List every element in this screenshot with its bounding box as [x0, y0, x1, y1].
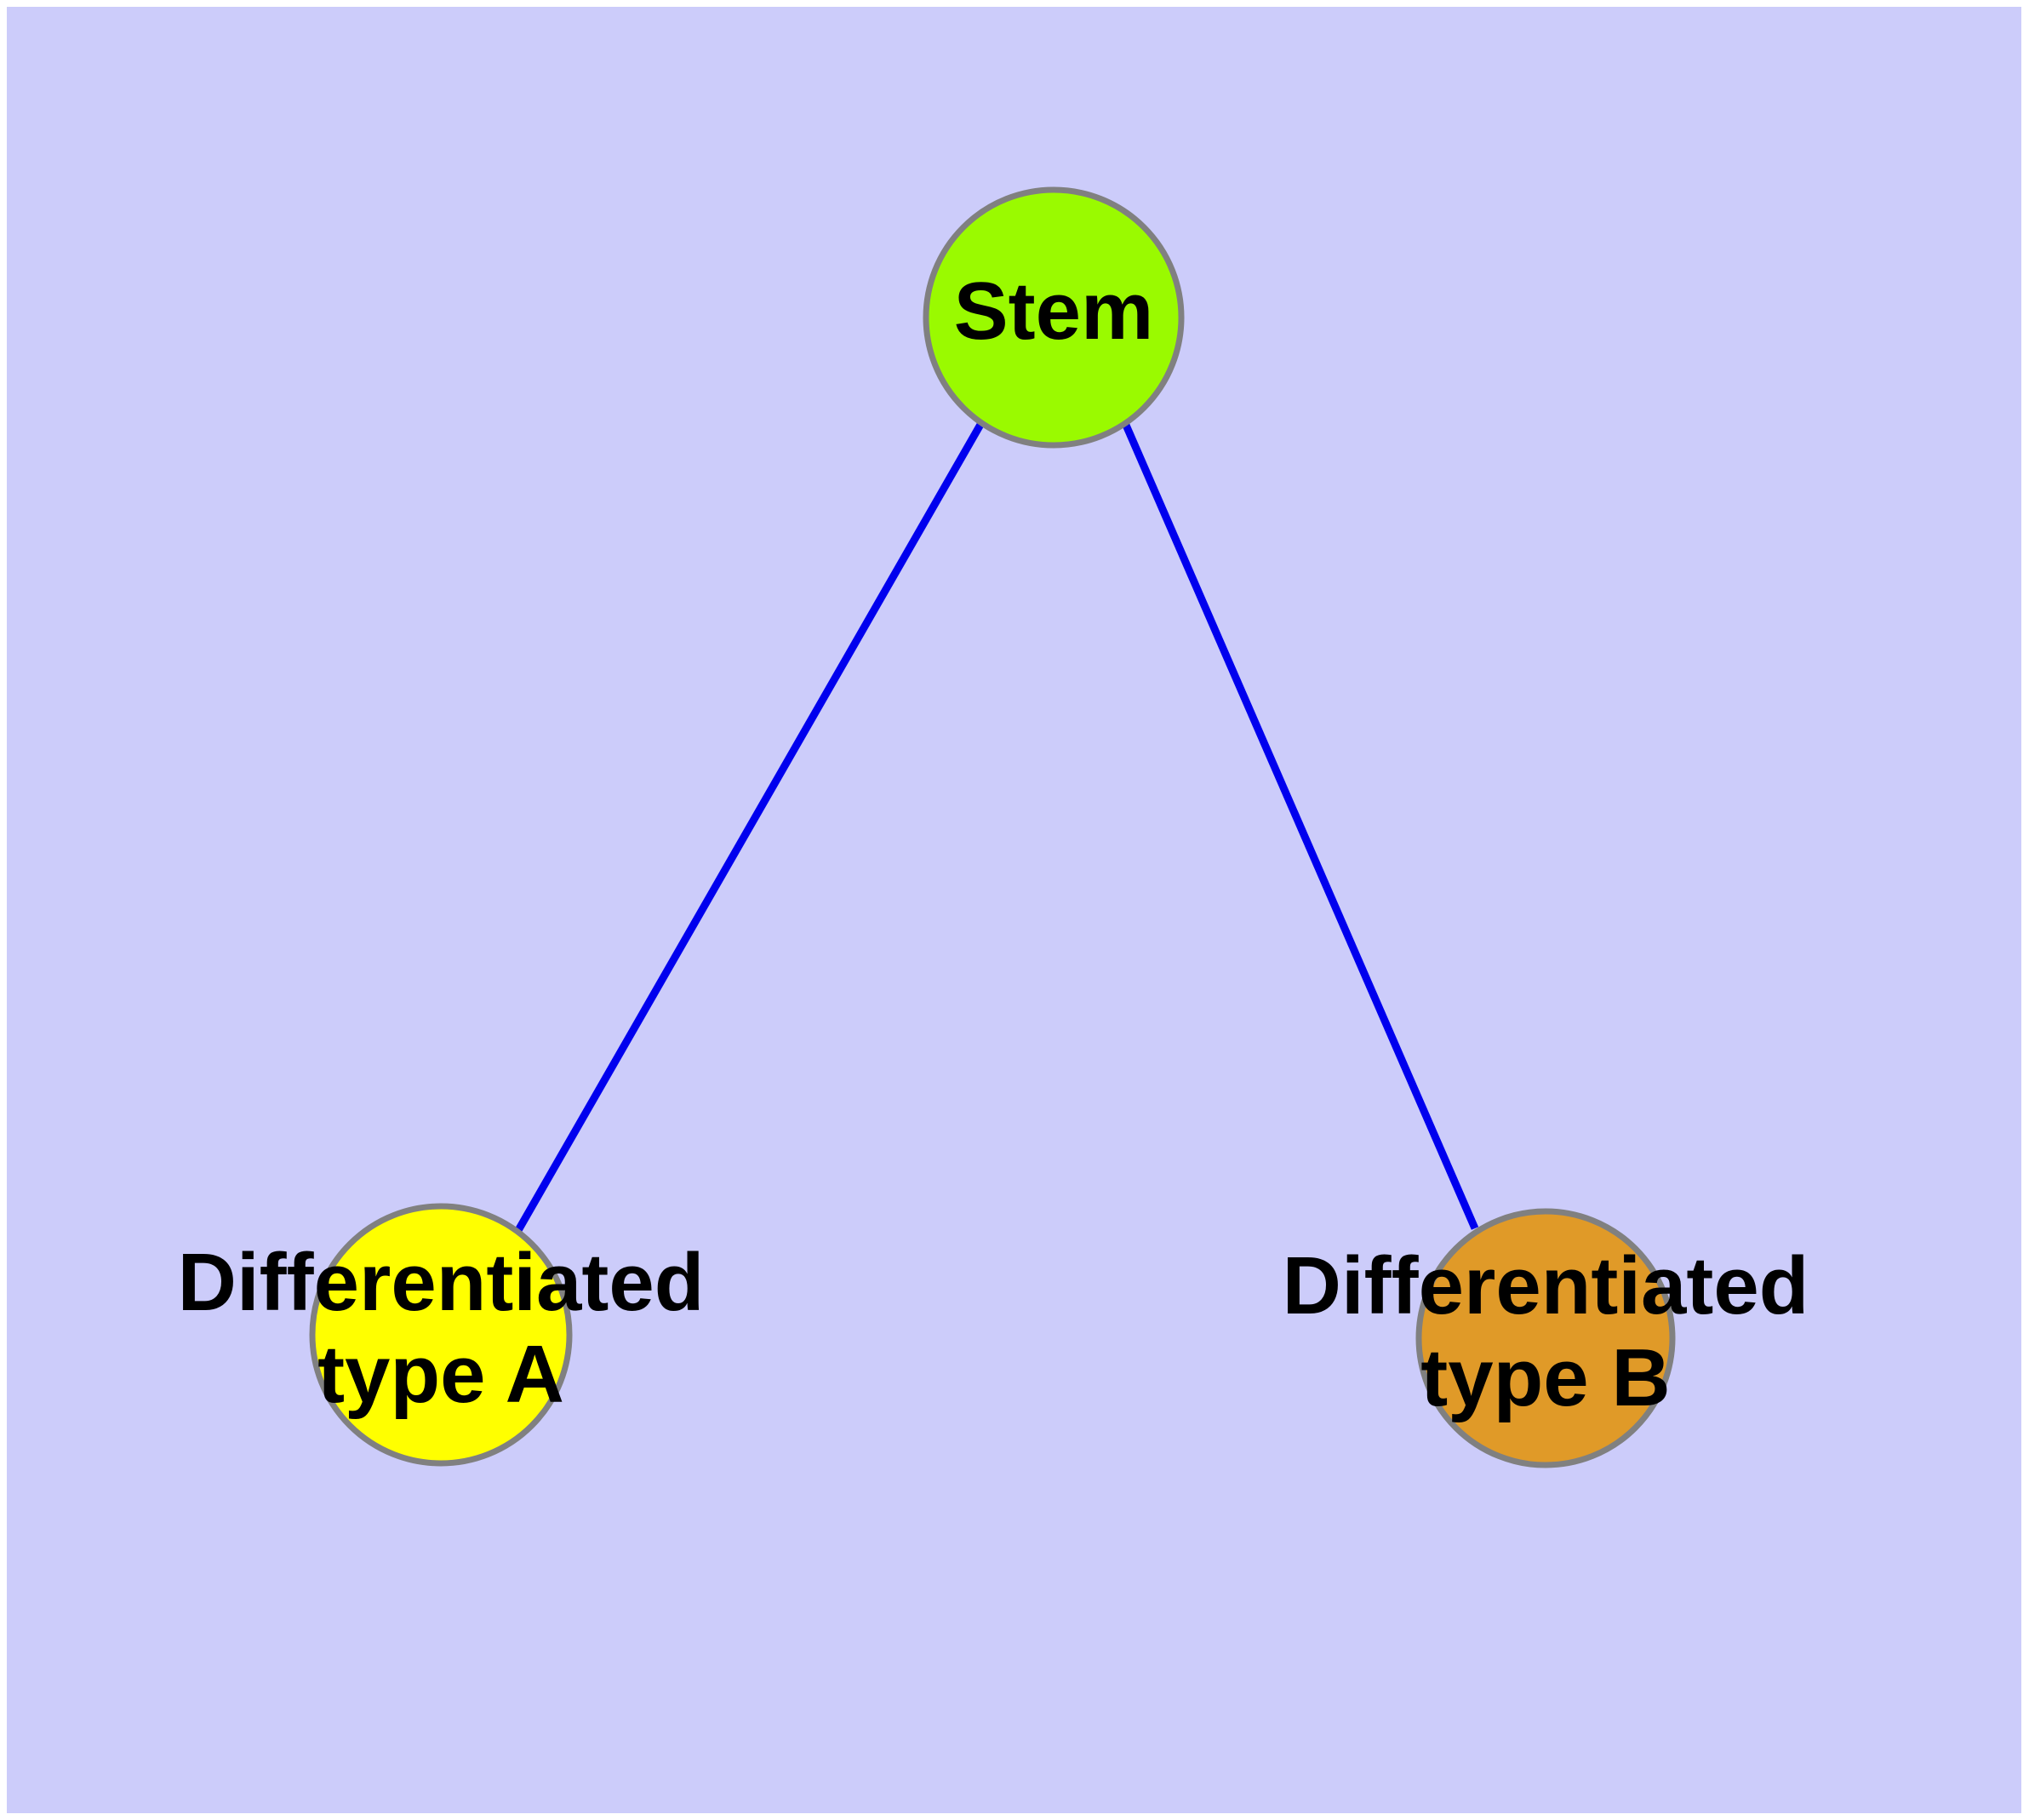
node-circle-diff_a[interactable] [309, 1203, 573, 1467]
node-label-line: Differentiated [1283, 1240, 1809, 1331]
edge-stem-to-diff-b [1121, 421, 1479, 1230]
node-circle-diff_b[interactable] [1415, 1208, 1676, 1468]
node-stem[interactable]: Stem [923, 186, 1185, 449]
node-label-line: type A [317, 1329, 564, 1420]
node-label-line: type B [1420, 1332, 1670, 1423]
edge-stem-to-diff-a [514, 421, 985, 1234]
node-circle-stem[interactable] [923, 186, 1185, 449]
node-label-stem: Stem [954, 266, 1154, 357]
node-label-line: Stem [954, 266, 1154, 357]
edges-layer [514, 421, 1479, 1234]
node-label-line: Differentiated [178, 1237, 705, 1328]
